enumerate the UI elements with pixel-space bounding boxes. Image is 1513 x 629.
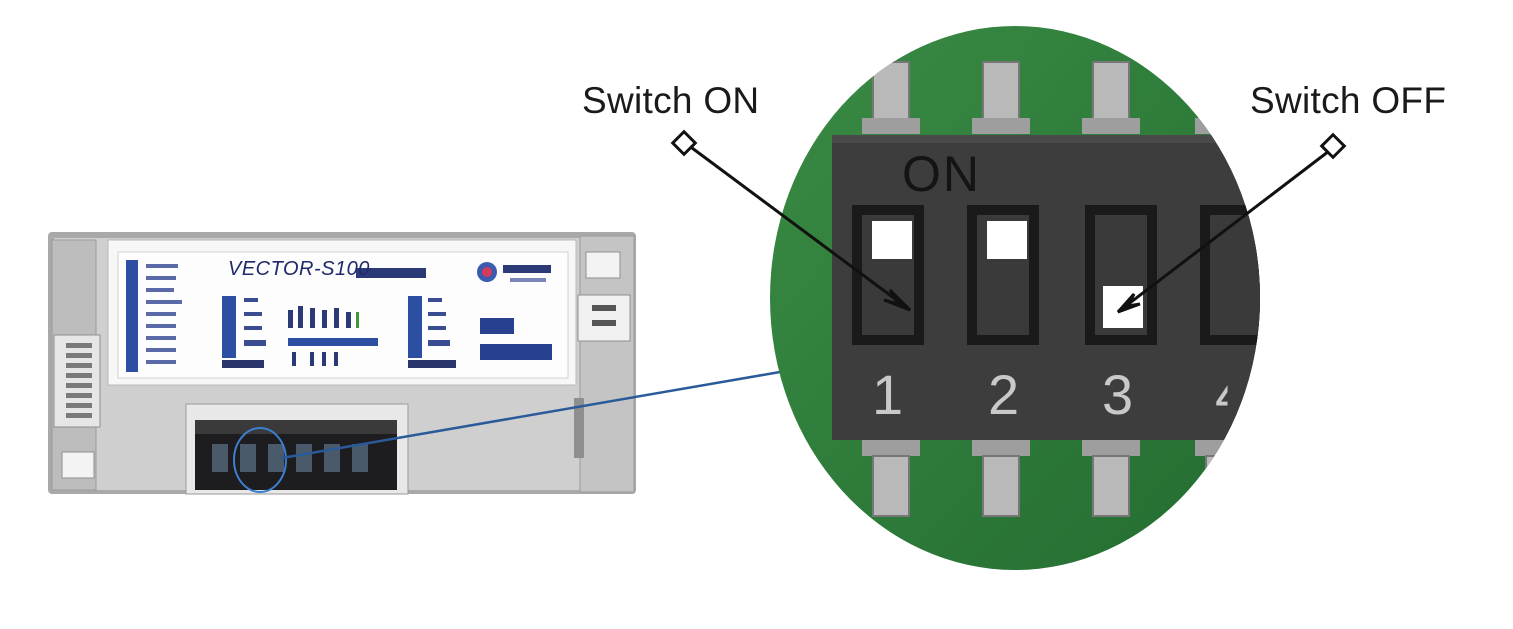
switch-number-2: 2 xyxy=(988,363,1020,426)
zoom-source-ring xyxy=(233,427,287,493)
switch-off-label: Switch OFF xyxy=(1250,80,1447,121)
switch-number-4: 4 xyxy=(1215,362,1227,427)
dip-on-marking: ON xyxy=(902,146,981,202)
switch-off-pointer xyxy=(1116,132,1347,314)
switch-number-3: 3 xyxy=(1102,363,1134,426)
switch-slot-2 xyxy=(967,205,1039,345)
left-connector-pins xyxy=(66,343,92,418)
zoom-connector-line xyxy=(281,370,781,460)
switch-slot-4 xyxy=(1200,205,1260,345)
controller-device xyxy=(48,232,636,495)
switch-slot-3 xyxy=(1085,205,1157,345)
dip-switch-zoom xyxy=(770,26,1260,570)
switch-on-label: Switch ON xyxy=(582,80,760,121)
device-brand: VECTOR-S100 xyxy=(228,258,370,280)
switch-number-1: 1 xyxy=(872,363,904,426)
switch-on-pointer xyxy=(670,129,912,312)
